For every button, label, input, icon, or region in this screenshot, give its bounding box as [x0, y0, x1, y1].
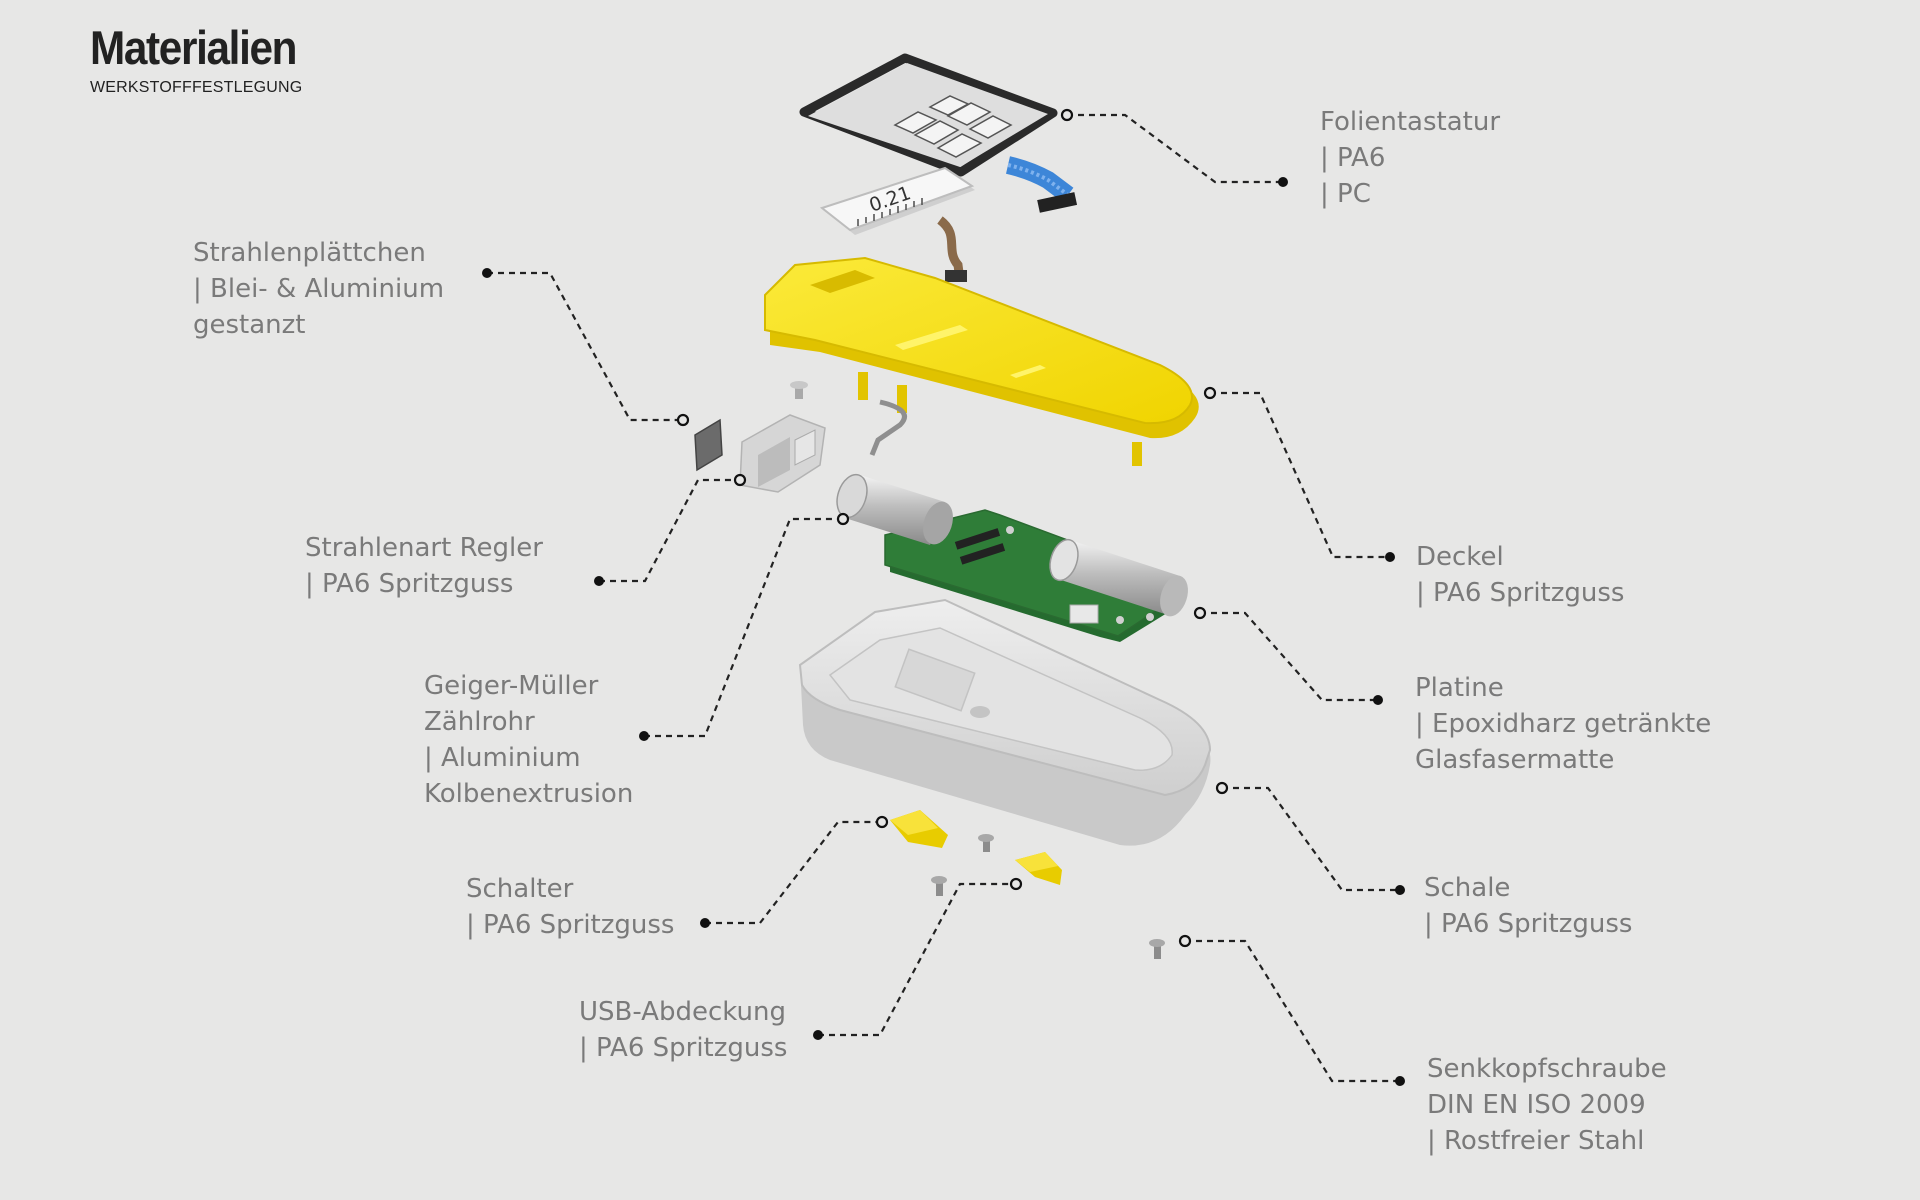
leader-strahlenart-regler	[594, 473, 747, 586]
label-line: | PA6	[1320, 143, 1386, 173]
label-line: | PA6 Spritzguss	[305, 569, 514, 599]
label-line: | Epoxidharz getränkte	[1415, 709, 1712, 739]
leader-deckel	[1203, 386, 1395, 562]
leader-schalter	[700, 815, 889, 928]
screw-2	[931, 876, 947, 896]
label-line: | Blei- & Aluminium	[193, 274, 445, 304]
leader-usb-abdeckung	[813, 877, 1023, 1040]
label-line: Geiger-Müller	[424, 671, 599, 701]
label-line: Strahlenplättchen	[193, 238, 426, 268]
label-geiger-mueller: Geiger-Müller Zählrohr | Aluminium Kolbe…	[424, 668, 633, 812]
page-title: Materialien	[90, 21, 297, 74]
label-deckel: Deckel | PA6 Spritzguss	[1416, 539, 1624, 611]
label-senkkopfschraube: Senkkopfschraube DIN EN ISO 2009 | Rostf…	[1427, 1051, 1667, 1159]
label-line: Folientastatur	[1320, 107, 1501, 137]
usb-cover-part	[1015, 852, 1062, 885]
label-line: | Aluminium	[424, 743, 581, 773]
label-schalter: Schalter | PA6 Spritzguss	[466, 871, 674, 943]
label-line: Glasfasermatte	[1415, 745, 1615, 775]
label-line: | PA6 Spritzguss	[466, 910, 675, 940]
label-line: | PA6 Spritzguss	[579, 1033, 788, 1063]
label-line: | PA6 Spritzguss	[1424, 909, 1633, 939]
leader-folientastatur	[1060, 108, 1288, 187]
radiation-plate-part	[694, 418, 723, 472]
label-line: Senkkopfschraube	[1427, 1054, 1667, 1084]
membrane-keypad-part	[799, 53, 1078, 213]
label-line: Strahlenart Regler	[305, 533, 543, 563]
page-subtitle: WERKSTOFFFESTLEGUNG	[90, 79, 303, 96]
switch-part	[890, 810, 948, 848]
label-usb-abdeckung: USB-Abdeckung | PA6 Spritzguss	[579, 994, 787, 1066]
label-line: Schalter	[466, 874, 574, 904]
leader-schale	[1215, 781, 1405, 895]
label-line: Zählrohr	[424, 707, 535, 737]
label-line: Platine	[1415, 673, 1504, 703]
shell-part	[798, 598, 1212, 846]
leader-strahlenplaettchen	[482, 268, 690, 427]
label-line: | Rostfreier Stahl	[1427, 1126, 1645, 1156]
label-strahlenplaettchen: Strahlenplättchen | Blei- & Aluminium ge…	[193, 235, 444, 343]
label-line: gestanzt	[193, 310, 306, 340]
label-platine: Platine | Epoxidharz getränkte Glasfaser…	[1415, 670, 1711, 778]
radiation-selector-part	[739, 381, 826, 493]
label-line: Schale	[1424, 873, 1511, 903]
label-schale: Schale | PA6 Spritzguss	[1424, 870, 1632, 942]
label-line: | PA6 Spritzguss	[1416, 578, 1625, 608]
screw-3	[1149, 939, 1165, 959]
label-line: DIN EN ISO 2009	[1427, 1090, 1646, 1120]
label-folientastatur: Folientastatur | PA6 | PC	[1320, 104, 1500, 212]
label-line: Deckel	[1416, 542, 1504, 572]
leader-platine	[1193, 606, 1383, 705]
label-line: USB-Abdeckung	[579, 997, 786, 1027]
battery-part	[1049, 538, 1188, 617]
leader-geiger-mueller	[639, 512, 850, 741]
label-line: Kolbenextrusion	[424, 779, 634, 809]
label-strahlenart-regler: Strahlenart Regler | PA6 Spritzguss	[305, 530, 543, 602]
title-block: Materialien WERKSTOFFFESTLEGUNG	[90, 24, 319, 97]
leader-senkkopfschraube	[1178, 934, 1405, 1086]
lid-part	[764, 256, 1199, 466]
screw-1	[978, 834, 994, 852]
display-module-part: 0.21	[819, 166, 975, 282]
label-line: | PC	[1320, 179, 1371, 209]
circuit-board-part	[884, 509, 1180, 642]
geiger-tube-part	[836, 473, 953, 545]
spring-wire	[869, 399, 907, 456]
